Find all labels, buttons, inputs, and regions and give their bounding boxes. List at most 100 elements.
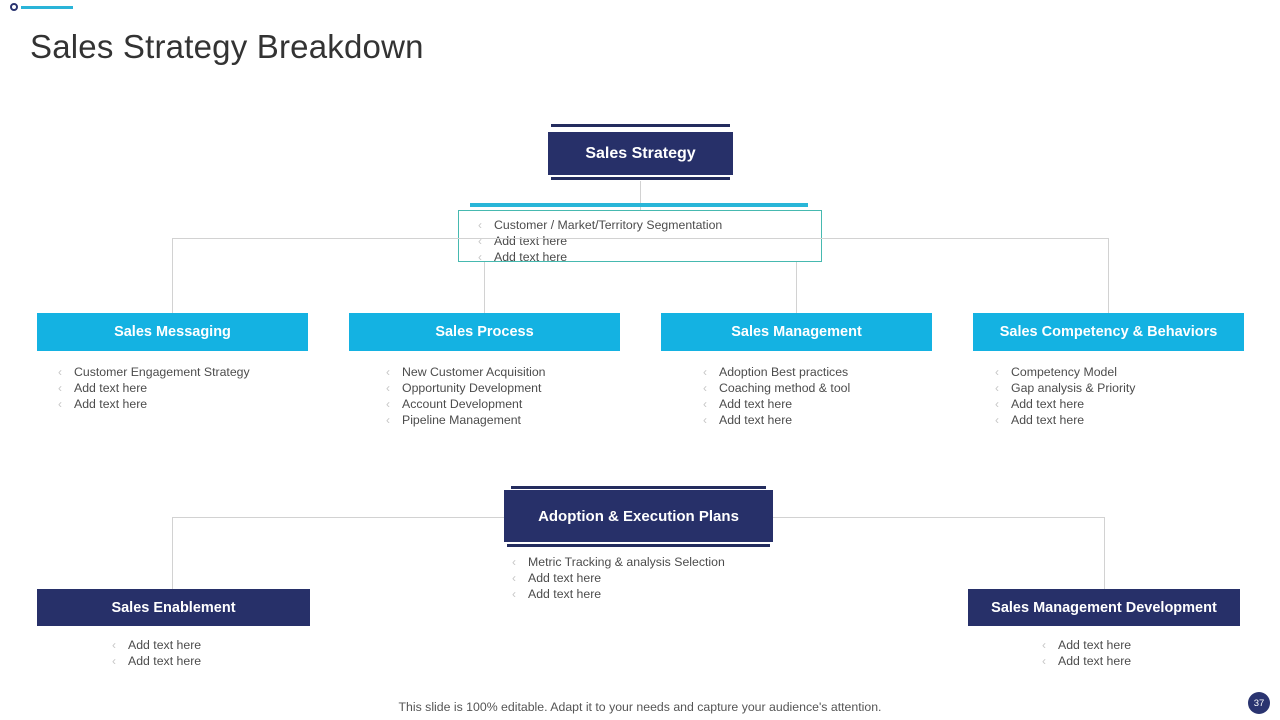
list-item-label: Add text here xyxy=(494,250,568,264)
list-item[interactable]: ‹ Opportunity Development xyxy=(386,380,546,396)
list-item[interactable]: ‹ Gap analysis & Priority xyxy=(995,380,1135,396)
list-item[interactable]: ‹ Competency Model xyxy=(995,364,1135,380)
list-item[interactable]: ‹ Pipeline Management xyxy=(386,412,546,428)
list-item-label: Add text here xyxy=(74,381,148,395)
column-header-label: Sales Competency & Behaviors xyxy=(999,324,1218,340)
list-item[interactable]: ‹ Metric Tracking & analysis Selection xyxy=(512,554,725,570)
list-item-label: Add text here xyxy=(719,397,793,411)
list-item-label: Metric Tracking & analysis Selection xyxy=(528,555,725,569)
connector-root-to-panel xyxy=(640,181,641,211)
list-item-label: Add text here xyxy=(74,397,148,411)
list-item[interactable]: ‹ Account Development xyxy=(386,396,546,412)
list-item[interactable]: ‹ Add text here xyxy=(512,586,725,602)
list-item[interactable]: ‹ New Customer Acquisition xyxy=(386,364,546,380)
bullet-icon: ‹ xyxy=(512,571,516,585)
bullet-icon: ‹ xyxy=(58,381,62,395)
bullet-icon: ‹ xyxy=(995,365,999,379)
list-item-label: Add text here xyxy=(128,654,202,668)
bullet-icon: ‹ xyxy=(386,413,390,427)
page-title: Sales Strategy Breakdown xyxy=(30,28,424,65)
connector-drop-bottom-left xyxy=(172,517,173,589)
page-number-badge: 37 xyxy=(1248,692,1270,714)
bullet-icon: ‹ xyxy=(58,397,62,411)
list-item-label: Add text here xyxy=(494,234,568,248)
bullet-icon: ‹ xyxy=(995,381,999,395)
column-list-1: ‹ Customer Engagement Strategy ‹ Add tex… xyxy=(58,364,250,412)
bullet-icon: ‹ xyxy=(58,365,62,379)
column-header-label: Sales Process xyxy=(435,324,534,340)
root-detail-panel xyxy=(458,210,822,262)
root-bottom-rule xyxy=(551,177,730,180)
root-box-sales-strategy[interactable]: Sales Strategy xyxy=(548,132,733,175)
bottom-list-left: ‹ Add text here ‹ Add text here xyxy=(112,637,201,669)
connector-drop-col-1 xyxy=(172,238,173,313)
list-item[interactable]: ‹ Add text here xyxy=(703,412,850,428)
list-item[interactable]: ‹ Add text here xyxy=(112,653,201,669)
root-detail-list: ‹ Customer / Market/Territory Segmentati… xyxy=(478,217,722,265)
column-header-label: Sales Messaging xyxy=(114,324,231,340)
bullet-icon: ‹ xyxy=(478,234,482,248)
column-header-sales-process[interactable]: Sales Process xyxy=(349,313,620,351)
horizontal-rule-icon xyxy=(21,6,73,9)
bullet-icon: ‹ xyxy=(703,381,707,395)
list-item[interactable]: ‹ Add text here xyxy=(512,570,725,586)
connector-drop-col-4 xyxy=(1108,238,1109,313)
circle-outline-icon xyxy=(10,3,18,11)
bottom-list-right: ‹ Add text here ‹ Add text here xyxy=(1042,637,1131,669)
list-item[interactable]: ‹ Customer Engagement Strategy xyxy=(58,364,250,380)
list-item[interactable]: ‹ Add text here xyxy=(58,380,250,396)
column-list-3: ‹ Adoption Best practices ‹ Coaching met… xyxy=(703,364,850,428)
list-item[interactable]: ‹ Customer / Market/Territory Segmentati… xyxy=(478,217,722,233)
adoption-box[interactable]: Adoption & Execution Plans xyxy=(504,490,773,542)
bullet-icon: ‹ xyxy=(995,413,999,427)
connector-bus-top xyxy=(172,238,1108,239)
column-header-sales-messaging[interactable]: Sales Messaging xyxy=(37,313,308,351)
list-item[interactable]: ‹ Add text here xyxy=(112,637,201,653)
list-item[interactable]: ‹ Add text here xyxy=(995,412,1135,428)
list-item[interactable]: ‹ Add text here xyxy=(995,396,1135,412)
column-header-sales-management[interactable]: Sales Management xyxy=(661,313,932,351)
list-item-label: Customer / Market/Territory Segmentation xyxy=(494,218,723,232)
list-item[interactable]: ‹ Coaching method & tool xyxy=(703,380,850,396)
list-item-label: Add text here xyxy=(1058,638,1132,652)
column-list-4: ‹ Competency Model ‹ Gap analysis & Prio… xyxy=(995,364,1135,428)
list-item[interactable]: ‹ Add text here xyxy=(478,249,722,265)
list-item-label: Add text here xyxy=(528,571,602,585)
bullet-icon: ‹ xyxy=(512,587,516,601)
list-item[interactable]: ‹ Add text here xyxy=(58,396,250,412)
bullet-icon: ‹ xyxy=(112,638,116,652)
list-item-label: Coaching method & tool xyxy=(719,381,851,395)
bottom-box-sales-enablement[interactable]: Sales Enablement xyxy=(37,589,310,626)
root-box-label: Sales Strategy xyxy=(585,144,696,162)
connector-drop-bottom-right xyxy=(1104,517,1105,589)
list-item-label: New Customer Acquisition xyxy=(402,365,546,379)
list-item-label: Opportunity Development xyxy=(402,381,542,395)
list-item-label: Gap analysis & Priority xyxy=(1011,381,1136,395)
adoption-box-label: Adoption & Execution Plans xyxy=(538,507,739,525)
list-item-label: Adoption Best practices xyxy=(719,365,849,379)
list-item-label: Add text here xyxy=(128,638,202,652)
adoption-top-rule xyxy=(511,486,766,489)
list-item-label: Account Development xyxy=(402,397,523,411)
adoption-list: ‹ Metric Tracking & analysis Selection ‹… xyxy=(512,554,725,602)
bullet-icon: ‹ xyxy=(478,218,482,232)
list-item-label: Add text here xyxy=(528,587,602,601)
list-item[interactable]: ‹ Add text here xyxy=(1042,653,1131,669)
decorative-marker xyxy=(10,2,73,14)
list-item-label: Customer Engagement Strategy xyxy=(74,365,250,379)
root-top-rule xyxy=(551,124,730,127)
connector-drop-col-3 xyxy=(796,262,797,313)
column-header-sales-competency-behaviors[interactable]: Sales Competency & Behaviors xyxy=(973,313,1244,351)
list-item[interactable]: ‹ Add text here xyxy=(1042,637,1131,653)
bottom-box-sales-management-development[interactable]: Sales Management Development xyxy=(968,589,1240,626)
list-item[interactable]: ‹ Adoption Best practices xyxy=(703,364,850,380)
bullet-icon: ‹ xyxy=(703,365,707,379)
list-item[interactable]: ‹ Add text here xyxy=(703,396,850,412)
list-item-label: Pipeline Management xyxy=(402,413,521,427)
list-item[interactable]: ‹ Add text here xyxy=(478,233,722,249)
bullet-icon: ‹ xyxy=(1042,654,1046,668)
bullet-icon: ‹ xyxy=(703,397,707,411)
list-item-label: Competency Model xyxy=(1011,365,1117,379)
list-item-label: Add text here xyxy=(719,413,793,427)
